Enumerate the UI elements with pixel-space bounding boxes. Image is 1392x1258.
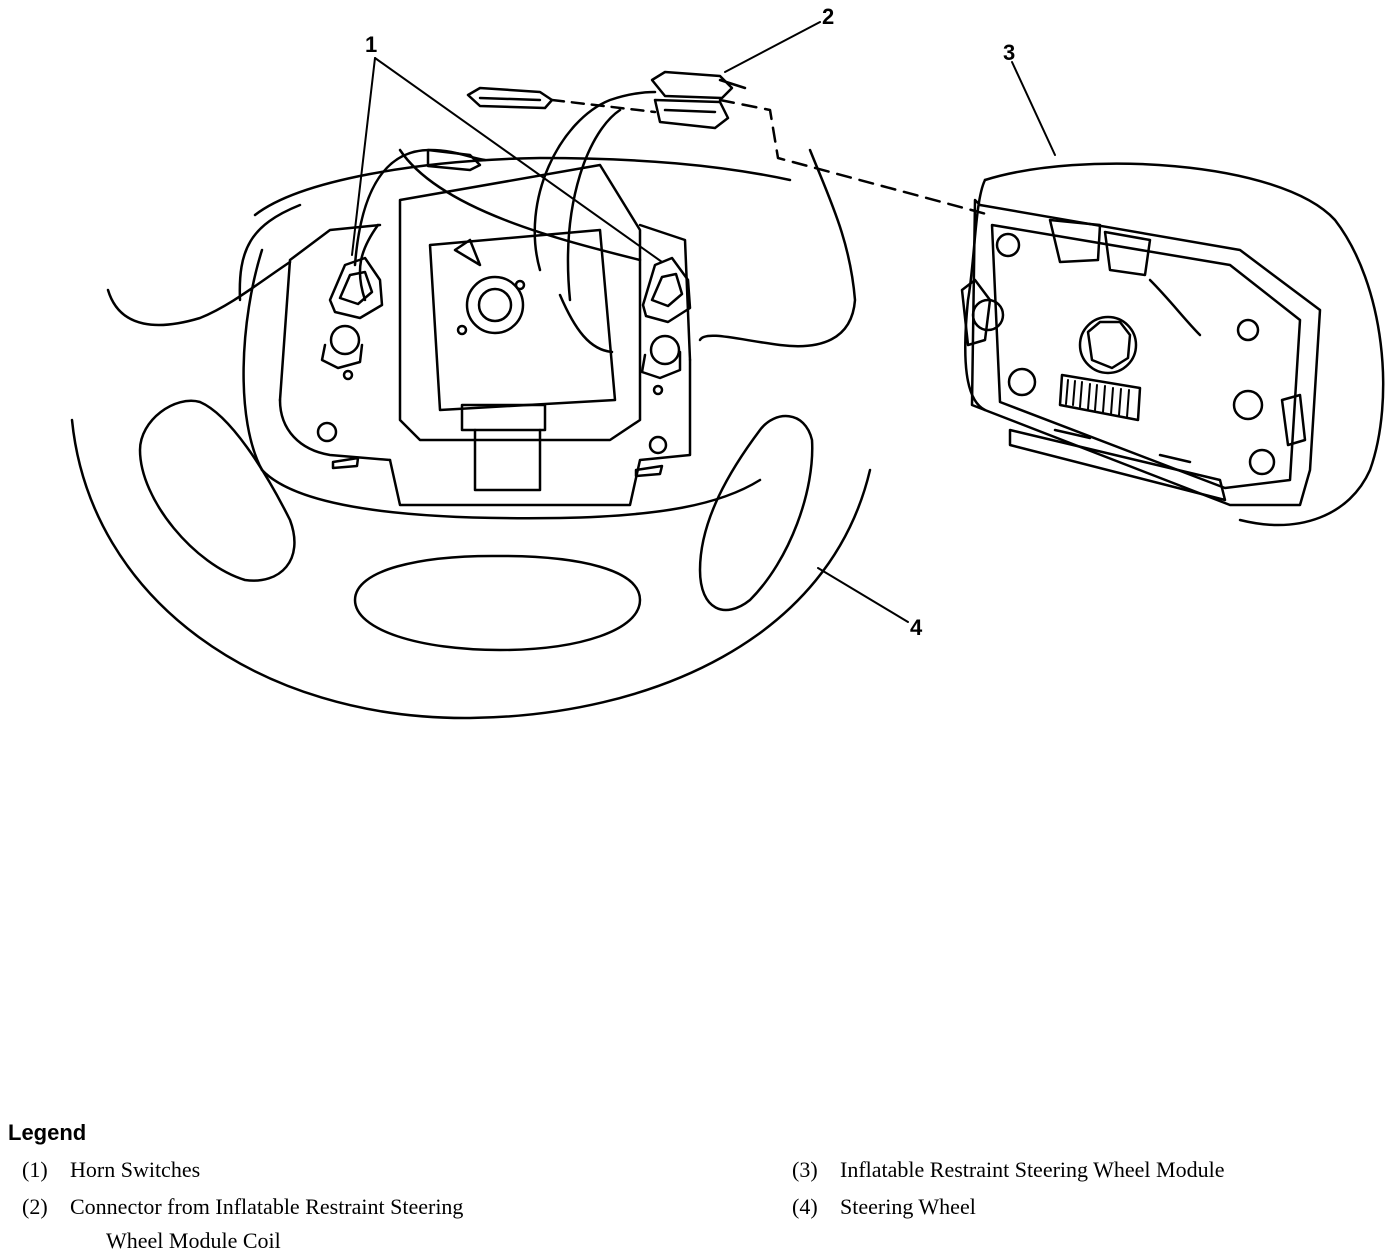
legend-item-text: Connector from Inflatable Restraint Stee… <box>70 1194 464 1219</box>
legend-item-connector: (2) Connector from Inflatable Restraint S… <box>22 1190 463 1258</box>
airbag-module <box>960 162 1385 527</box>
left-rim-opening <box>138 399 296 582</box>
legend-item-number: (1) <box>22 1157 48 1182</box>
coil-connector <box>466 70 747 130</box>
steering-wheel <box>70 148 872 720</box>
legend-item-number: (3) <box>792 1157 818 1182</box>
legend-item-steering-wheel: (4) Steering Wheel <box>792 1190 976 1224</box>
callout-3: 3 <box>1003 40 1015 65</box>
legend-item-number: (2) <box>22 1194 48 1219</box>
legend-item-horn-switches: (1) Horn Switches <box>22 1153 200 1187</box>
coil-wire-2 <box>558 293 614 354</box>
module-dashed-link <box>718 98 992 217</box>
legend-title: Legend <box>8 1120 87 1145</box>
horn-connector <box>426 148 482 172</box>
legend-item-continuation: Wheel Module Coil <box>106 1228 281 1253</box>
callout-1: 1 <box>365 32 377 57</box>
legend-item-text: Inflatable Restraint Steering Wheel Modu… <box>840 1157 1225 1182</box>
steering-wheel-diagram: 1 2 3 4 <box>70 4 1385 720</box>
horn-switch-left <box>320 223 384 370</box>
horn-switch-right <box>640 256 692 380</box>
bottom-rim-opening <box>353 554 642 652</box>
connector-dashed-link <box>550 98 657 114</box>
legend-item-text: Horn Switches <box>70 1157 201 1182</box>
legend-item-number: (4) <box>792 1194 818 1219</box>
horn-wire-loop <box>398 148 642 262</box>
leader-lines <box>351 21 1056 623</box>
legend-item-airbag-module: (3) Inflatable Restraint Steering Wheel M… <box>792 1153 1224 1187</box>
coil-wire <box>533 90 657 272</box>
legend-item-text: Steering Wheel <box>840 1194 976 1219</box>
callout-4: 4 <box>910 615 923 640</box>
callout-2: 2 <box>822 4 834 29</box>
right-rim-opening <box>698 414 814 612</box>
